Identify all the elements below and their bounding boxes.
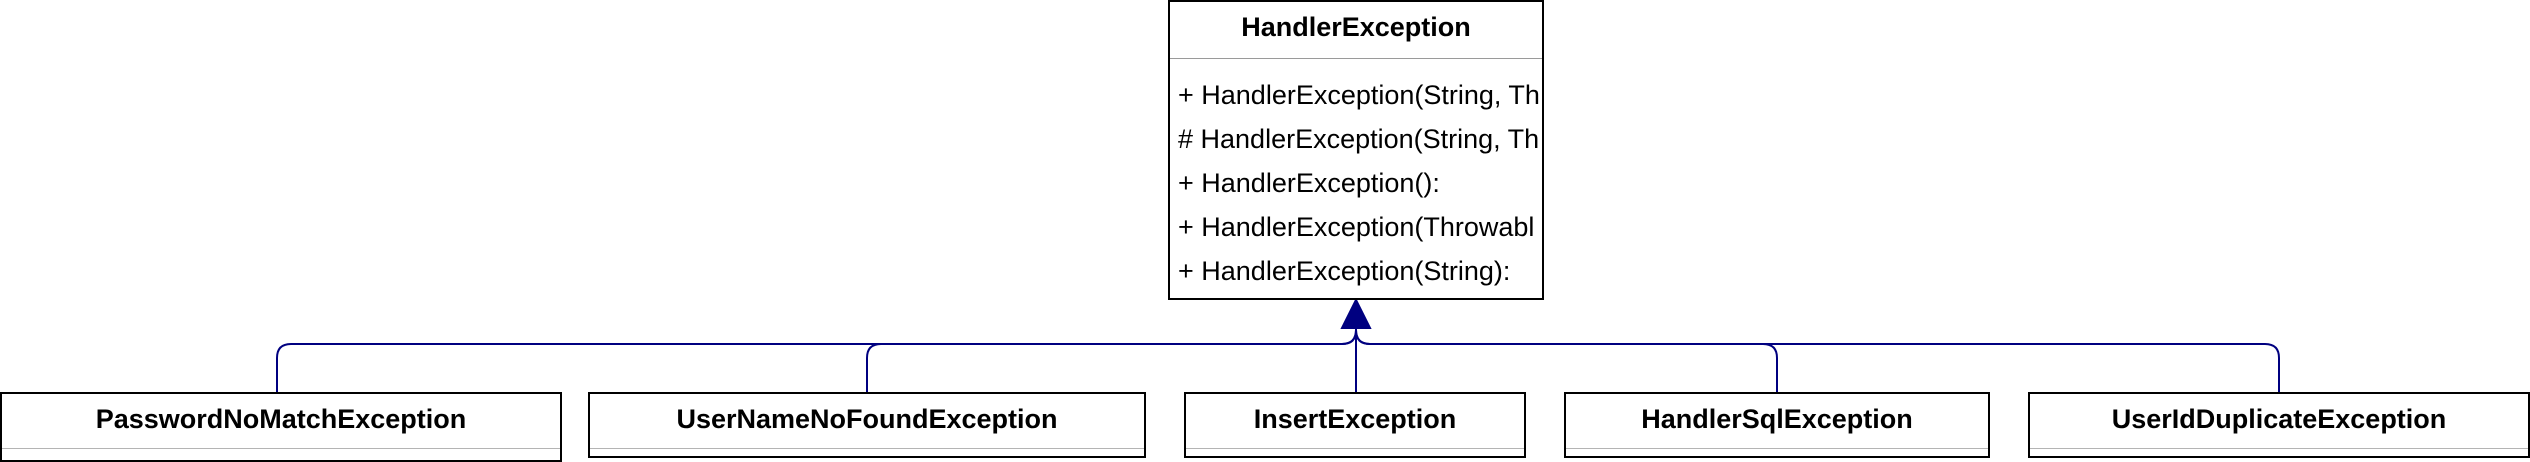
class-box-username-no-found-exception[interactable]: UserNameNoFoundException bbox=[588, 392, 1146, 458]
class-divider bbox=[590, 448, 1144, 449]
class-name: PasswordNoMatchException bbox=[95, 404, 467, 434]
class-box-password-no-match-exception[interactable]: PasswordNoMatchException bbox=[0, 392, 562, 462]
class-name: UserNameNoFoundException bbox=[676, 404, 1058, 434]
edge-handlersql bbox=[1355, 320, 1778, 392]
class-name: InsertException bbox=[1253, 404, 1457, 434]
class-divider bbox=[1566, 448, 1988, 449]
method-item: # HandlerException(String, Th bbox=[1178, 124, 1540, 154]
class-box-handler-exception[interactable]: HandlerException + HandlerException(Stri… bbox=[1168, 0, 1544, 300]
method-item: + HandlerException(String): bbox=[1178, 256, 1511, 286]
class-box-handler-sql-exception[interactable]: HandlerSqlException bbox=[1564, 392, 1990, 458]
class-name: HandlerSqlException bbox=[1641, 404, 1913, 434]
class-box-insert-exception[interactable]: InsertException bbox=[1184, 392, 1526, 458]
method-item: + HandlerException(Throwabl bbox=[1178, 212, 1535, 242]
class-divider bbox=[2030, 448, 2528, 449]
method-list: + HandlerException(String, Th # HandlerE… bbox=[1170, 59, 1542, 293]
generalization-arrowhead bbox=[1340, 297, 1372, 329]
class-box-userid-duplicate-exception[interactable]: UserIdDuplicateException bbox=[2028, 392, 2530, 458]
edge-useridduplicate bbox=[1355, 320, 2280, 392]
method-item: + HandlerException(): bbox=[1178, 168, 1440, 198]
edge-passwordnomatch bbox=[276, 320, 1357, 392]
class-divider bbox=[2, 448, 560, 449]
class-name: HandlerException bbox=[1241, 12, 1471, 42]
edge-usernamenofound bbox=[866, 320, 1357, 392]
class-divider bbox=[1186, 448, 1524, 449]
class-name: UserIdDuplicateException bbox=[2111, 404, 2447, 434]
class-divider bbox=[1170, 58, 1542, 59]
method-item: + HandlerException(String, Th bbox=[1178, 80, 1540, 110]
